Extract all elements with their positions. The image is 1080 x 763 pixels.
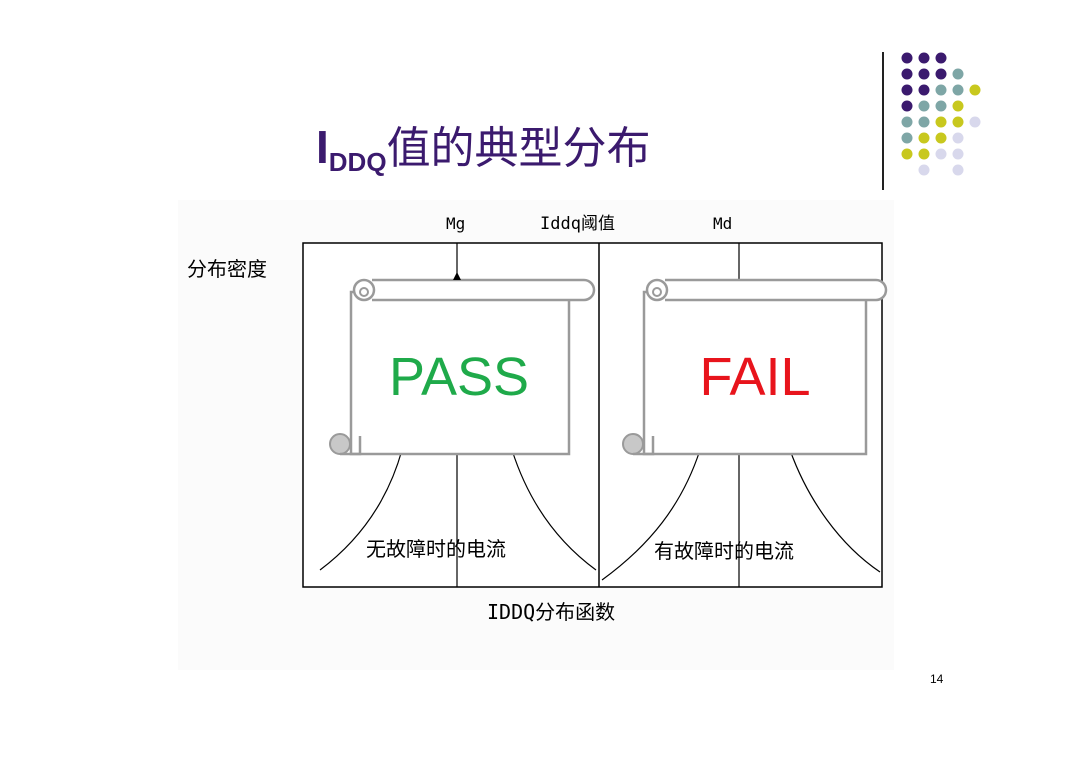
- decorative-dot: [935, 52, 947, 64]
- decorative-dot: [952, 68, 964, 80]
- decorative-dot: [952, 116, 964, 128]
- x-axis-label: IDDQ分布函数: [487, 600, 615, 624]
- title-main: I: [316, 121, 329, 173]
- pass-scroll: [329, 278, 596, 456]
- slide-title: IDDQ值的典型分布: [316, 112, 651, 192]
- decorative-dot: [901, 84, 913, 96]
- pass-text: PASS: [389, 347, 529, 407]
- decorative-dot-grid: [901, 52, 981, 176]
- decorative-dot: [918, 68, 930, 80]
- good-curve-left: [319, 449, 403, 571]
- decorative-dot: [952, 164, 964, 176]
- y-axis-label: 分布密度: [187, 257, 267, 281]
- curve-right-label: 有故障时的电流: [654, 539, 794, 563]
- title-rest: 值的典型分布: [386, 123, 651, 174]
- decorative-dot: [918, 84, 930, 96]
- label-threshold: Iddq阈值: [540, 214, 615, 234]
- decorative-dot: [952, 132, 964, 144]
- decorative-dot: [952, 148, 964, 160]
- decorative-dot: [918, 100, 930, 112]
- label-mg: Mg: [446, 214, 465, 233]
- decorative-dot: [935, 148, 947, 160]
- decorative-dot: [901, 68, 913, 80]
- faulty-curve-left: [601, 449, 701, 581]
- decorative-dot: [969, 84, 981, 96]
- decorative-dot: [918, 164, 930, 176]
- decorative-dot: [901, 100, 913, 112]
- fail-scroll: [622, 278, 888, 456]
- decorative-dot: [935, 84, 947, 96]
- mg-arrow-tip: [453, 272, 461, 280]
- decorative-dot: [901, 148, 913, 160]
- title-divider: [882, 52, 884, 190]
- decorative-dot: [935, 116, 947, 128]
- label-md: Md: [713, 214, 732, 233]
- page-number: 14: [930, 672, 944, 686]
- decorative-dot: [901, 132, 913, 144]
- decorative-dot: [918, 148, 930, 160]
- decorative-dot: [969, 116, 981, 128]
- title-subscript: DDQ: [328, 147, 387, 177]
- decorative-dot: [935, 68, 947, 80]
- curve-left-label: 无故障时的电流: [366, 537, 506, 561]
- fail-text: FAIL: [699, 347, 810, 407]
- faulty-curve-right: [789, 449, 881, 573]
- decorative-dot: [918, 132, 930, 144]
- decorative-dot: [952, 84, 964, 96]
- decorative-dot: [952, 100, 964, 112]
- decorative-dot: [935, 100, 947, 112]
- decorative-dot: [901, 52, 913, 64]
- decorative-dot: [935, 132, 947, 144]
- good-curve-right: [511, 449, 597, 571]
- decorative-dot: [901, 116, 913, 128]
- decorative-dot: [918, 116, 930, 128]
- decorative-dot: [918, 52, 930, 64]
